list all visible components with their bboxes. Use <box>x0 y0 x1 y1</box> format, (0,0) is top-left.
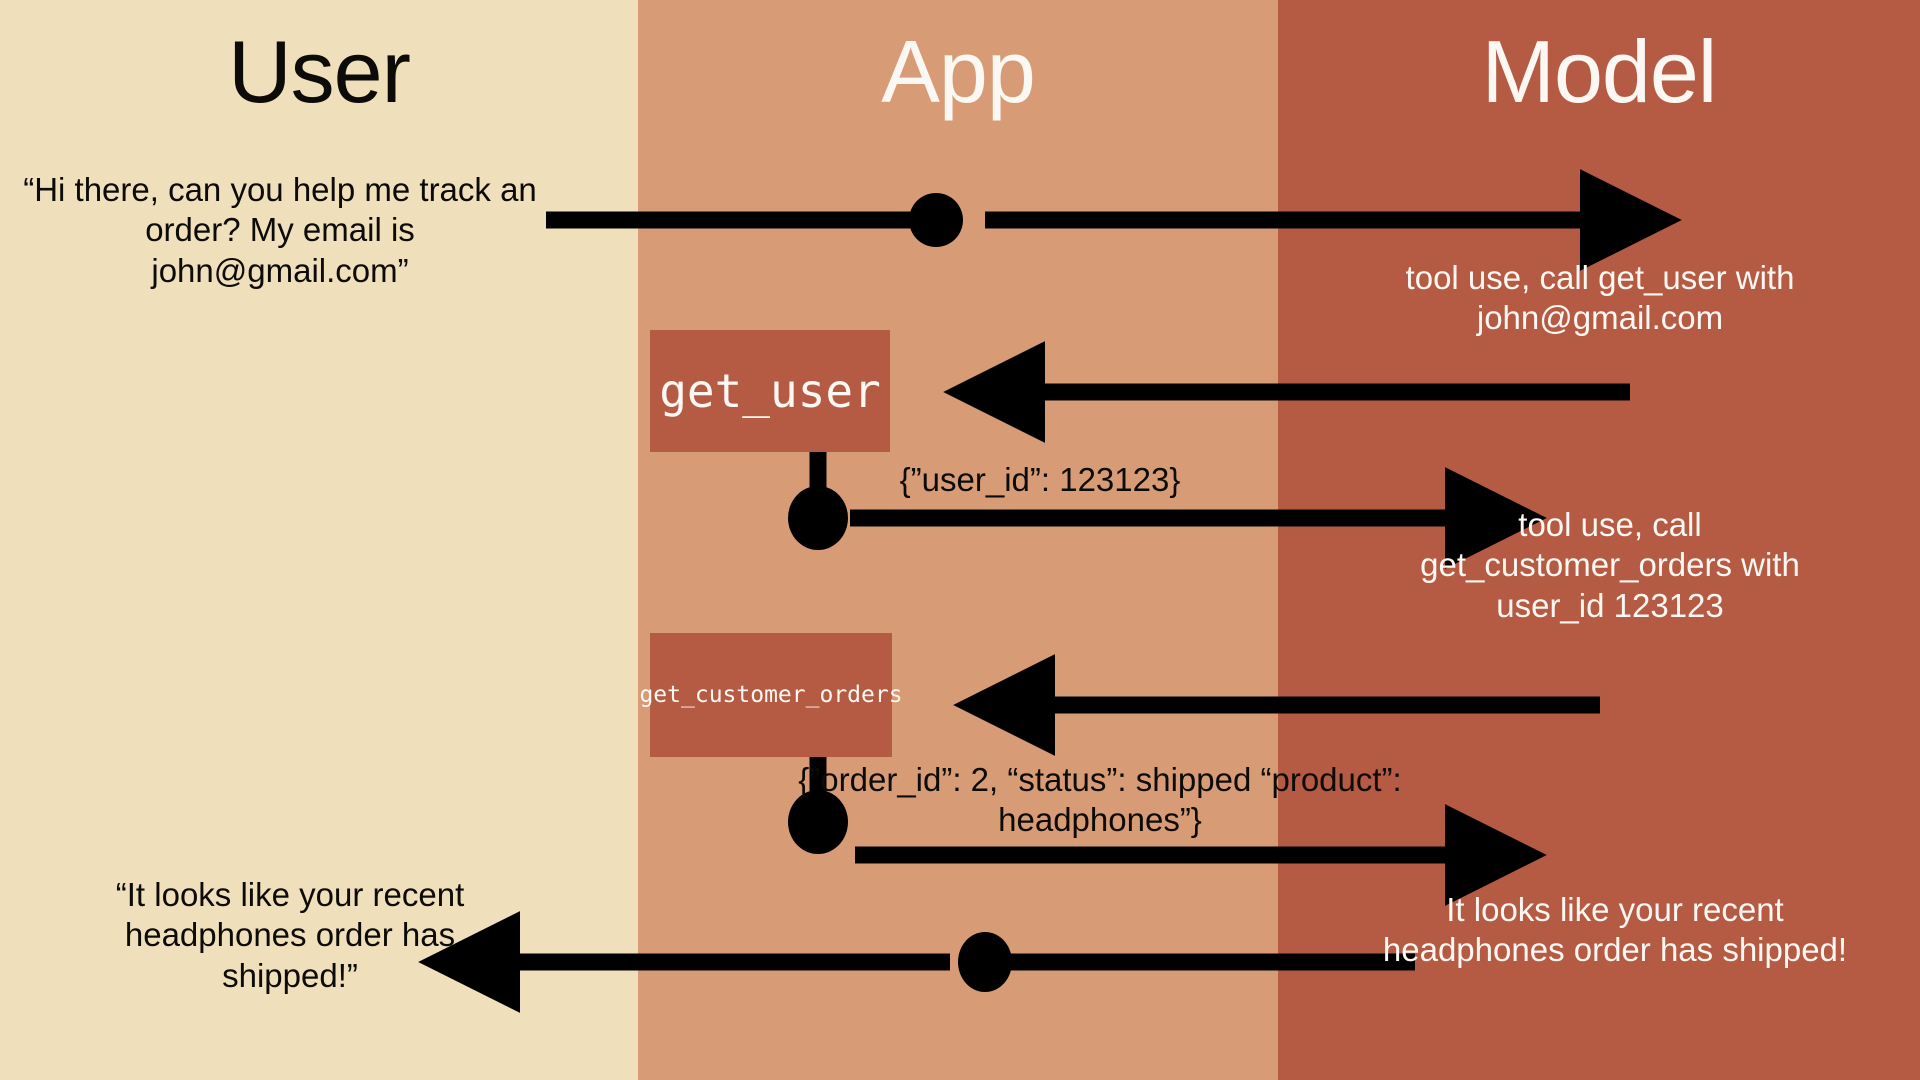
lane-title-model: Model <box>1481 22 1718 121</box>
message-tool-call-get-customer-orders: tool use, call get_customer_orders with … <box>1420 506 1800 624</box>
message-model-reply: It looks like your recent headphones ord… <box>1382 891 1848 969</box>
tool-box-get-customer-orders[interactable]: get_customer_orders <box>639 633 903 757</box>
connector-get-customer-orders-result <box>788 757 848 854</box>
tool-box-get-user[interactable]: get_user <box>650 330 890 452</box>
lane-app <box>638 0 1278 1080</box>
arrow-user-to-app-greeting <box>546 193 963 247</box>
connector-get-user-result <box>788 452 848 550</box>
message-json-user-id: {”user_id”: 123123} <box>899 461 1181 498</box>
arrow-model-to-app-reply <box>958 932 1415 992</box>
message-tool-call-get-user: tool use, call get_user with john@gmail.… <box>1405 259 1795 337</box>
lane-title-app: App <box>881 22 1036 121</box>
message-user-greeting: “Hi there, can you help me track an orde… <box>23 171 537 289</box>
lane-user <box>0 0 638 1080</box>
message-json-order: {”order_id”: 2, “status”: shipped “produ… <box>798 761 1402 839</box>
lane-title-user: User <box>228 22 411 121</box>
message-user-reply: “It looks like your recent headphones or… <box>115 876 465 994</box>
